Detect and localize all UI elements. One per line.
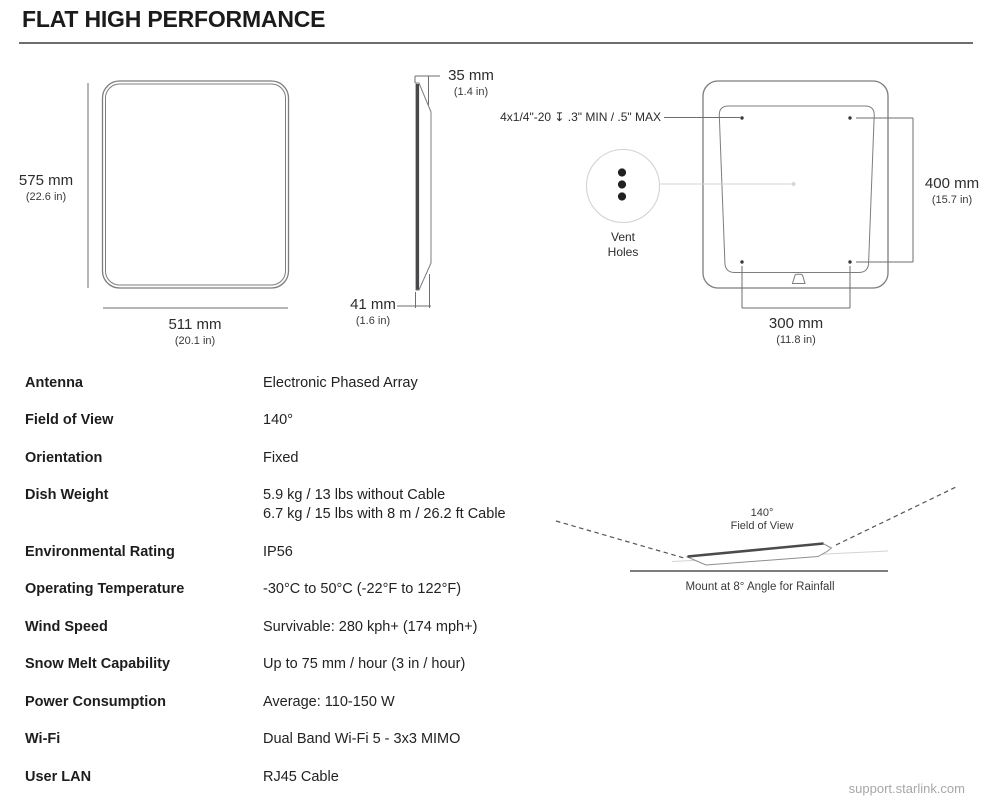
fov-angle-label: 140° Field of View — [730, 507, 794, 532]
front-view-height-dim: 575 mm (22.6 in) — [18, 172, 74, 203]
mount-hole-top-right — [848, 116, 852, 120]
vent-holes-label: Vent Holes — [607, 230, 639, 259]
support-url: support.starlink.com — [848, 781, 965, 796]
vent-holes-detail — [585, 148, 661, 224]
mount-hole-bottom-right — [848, 260, 852, 264]
side-view-top-dim: 35 mm (1.4 in) — [448, 67, 494, 98]
page-title: FLAT HIGH PERFORMANCE — [22, 6, 326, 32]
cable-connector-outline — [791, 273, 806, 284]
fov-diagram-drawing — [555, 486, 957, 572]
side-view-bottom-dim: 41 mm (1.6 in) — [350, 296, 396, 327]
back-view-drawing — [585, 80, 914, 309]
side-view-drawing — [397, 75, 440, 308]
front-view-width-dim: 511 mm (20.1 in) — [168, 316, 222, 347]
front-view-drawing — [87, 80, 290, 309]
fov-caption: Mount at 8° Angle for Rainfall — [685, 581, 835, 593]
back-view-height-dim: 400 mm (15.7 in) — [924, 175, 980, 206]
back-view-mount-spec: 4x1/4"-20 ↧ .3" MIN / .5" MAX — [500, 110, 661, 124]
title-rule — [19, 42, 973, 44]
back-view-width-dim: 300 mm (11.8 in) — [768, 315, 824, 346]
mount-hole-bottom-left — [740, 260, 744, 264]
mount-hole-top-left — [740, 116, 744, 120]
